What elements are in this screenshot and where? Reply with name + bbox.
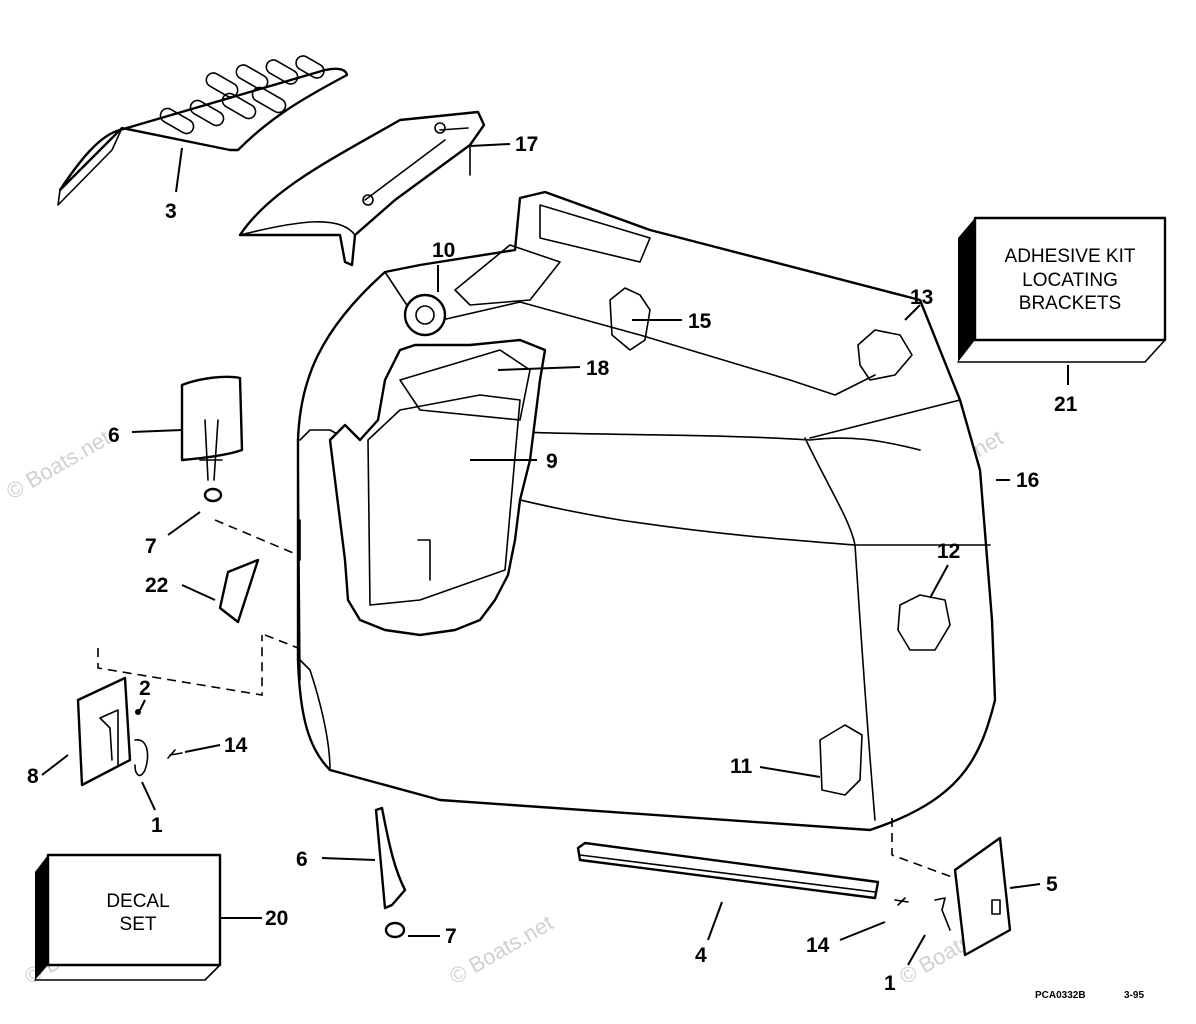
part-7-upper-plug [167, 487, 299, 556]
decal-set-box [34, 853, 262, 981]
part-17-top-cover [238, 110, 511, 267]
callout-1-right: 1 [884, 972, 896, 995]
part-8-bracket-assembly [41, 635, 263, 811]
callout-1-left: 1 [151, 814, 163, 837]
adhesive-kit-line-3: BRACKETS [1019, 293, 1121, 314]
watermark: © Boats.net [445, 910, 557, 989]
leaders-main [437, 265, 1010, 778]
adhesive-kit-line-1: ADHESIVE KIT [1005, 246, 1136, 267]
callout-15: 15 [688, 310, 712, 333]
callout-8: 8 [27, 765, 39, 788]
drawing-date: 3-95 [1124, 990, 1144, 1001]
part-5-bracket-assembly [839, 818, 1041, 966]
part-22-tag [181, 558, 299, 649]
part-6-lower-clip [321, 806, 407, 910]
callout-16: 16 [1016, 469, 1039, 492]
callout-12: 12 [937, 540, 960, 563]
callout-4: 4 [695, 944, 707, 967]
callout-17: 17 [515, 133, 538, 156]
callout-21: 21 [1054, 393, 1078, 416]
callout-14-left: 14 [224, 734, 248, 757]
callout-10: 10 [432, 239, 455, 262]
callout-7-upper: 7 [145, 535, 157, 558]
part-4-seal-strip [576, 841, 880, 941]
callout-6-upper: 6 [108, 424, 120, 447]
drawing-code: PCA0332B [1035, 990, 1086, 1001]
adhesive-kit-line-2: LOCATING [1022, 270, 1118, 291]
part-6-upper-plate [131, 375, 244, 481]
callout-20: 20 [265, 907, 288, 930]
callout-3: 3 [165, 200, 177, 223]
callout-6-lower: 6 [296, 848, 308, 871]
callout-9: 9 [546, 450, 558, 473]
callout-13: 13 [910, 286, 933, 309]
callout-5: 5 [1046, 873, 1058, 896]
adhesive-kit-box [957, 216, 1167, 385]
part-3-grille [57, 55, 349, 206]
watermark: © Boats.net [2, 425, 114, 504]
part-7-lower-plug [384, 921, 440, 939]
callout-7-lower: 7 [445, 925, 457, 948]
callout-11: 11 [730, 755, 753, 778]
callout-22: 22 [145, 574, 168, 597]
callout-18: 18 [586, 357, 610, 380]
decal-set-line-2: SET [120, 914, 157, 935]
decal-set-line-1: DECAL [106, 891, 169, 912]
part-16-engine-cover [296, 190, 997, 832]
callout-14-right: 14 [806, 934, 830, 957]
callout-2: 2 [139, 677, 151, 700]
